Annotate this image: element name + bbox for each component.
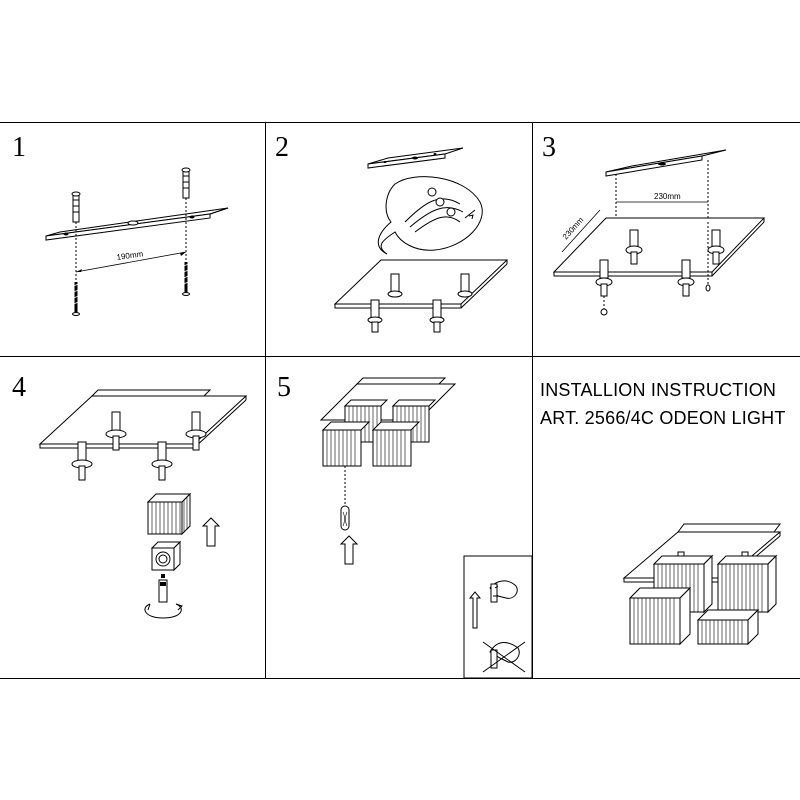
title-panel: INSTALLION INSTRUCTION ART. 2566/4C ODEO… xyxy=(532,356,800,678)
article-title: ART. 2566/4C ODEON LIGHT xyxy=(540,408,786,428)
step-4-panel: 4 xyxy=(0,356,265,678)
step-5-panel: 5 xyxy=(265,356,533,679)
step-5-bulb-insertion-diagram xyxy=(319,377,533,679)
wiring-detail-bubble xyxy=(377,176,483,255)
instruction-title: INSTALLION INSTRUCTION xyxy=(540,380,777,400)
assembled-lamp-diagram xyxy=(622,523,782,646)
grid-divider-left xyxy=(265,122,266,679)
assembled-shades xyxy=(628,554,778,646)
glass-shade xyxy=(146,492,192,536)
screw-left xyxy=(72,282,80,316)
grid-top-border xyxy=(0,122,800,123)
rotate-arrow-icon xyxy=(144,603,182,619)
step-3-width-label: 230mm xyxy=(654,192,681,201)
wall-plug-right xyxy=(181,167,191,199)
socket-group xyxy=(71,411,207,481)
step-1-mounting-plate-diagram: 190mm xyxy=(45,167,229,316)
wall-plug-left xyxy=(71,191,81,223)
grid-middle-border xyxy=(0,356,800,357)
step-2-panel: 2 xyxy=(265,122,532,356)
step-1-panel: 1 xyxy=(0,122,265,356)
up-arrow-icon xyxy=(339,535,359,565)
screw-right xyxy=(182,262,190,296)
step-4-number: 4 xyxy=(12,372,26,403)
g9-bulb xyxy=(340,505,350,531)
step-3-depth-label: 230mm xyxy=(561,215,586,241)
step-4-shade-assembly-diagram xyxy=(38,389,248,619)
step-1-dimension-label: 190mm xyxy=(116,249,144,262)
step-3-panel: 3 230mm 230mm xyxy=(532,122,800,356)
shade-holder xyxy=(150,540,182,572)
mounted-shades xyxy=(321,399,437,467)
step-2-wiring-diagram xyxy=(333,147,509,333)
step-3-number: 3 xyxy=(542,132,556,163)
socket-group xyxy=(595,229,725,297)
bulb-handling-inset xyxy=(463,555,533,679)
socket-group xyxy=(367,273,473,333)
step-3-dimension-diagram: 230mm 230mm xyxy=(552,149,766,316)
step-5-number: 5 xyxy=(277,372,291,403)
grid-divider-right xyxy=(532,122,533,679)
step-1-number: 1 xyxy=(12,132,26,163)
step-2-number: 2 xyxy=(275,132,289,163)
up-arrow-icon xyxy=(201,517,221,547)
grid-bottom-border xyxy=(0,678,800,679)
